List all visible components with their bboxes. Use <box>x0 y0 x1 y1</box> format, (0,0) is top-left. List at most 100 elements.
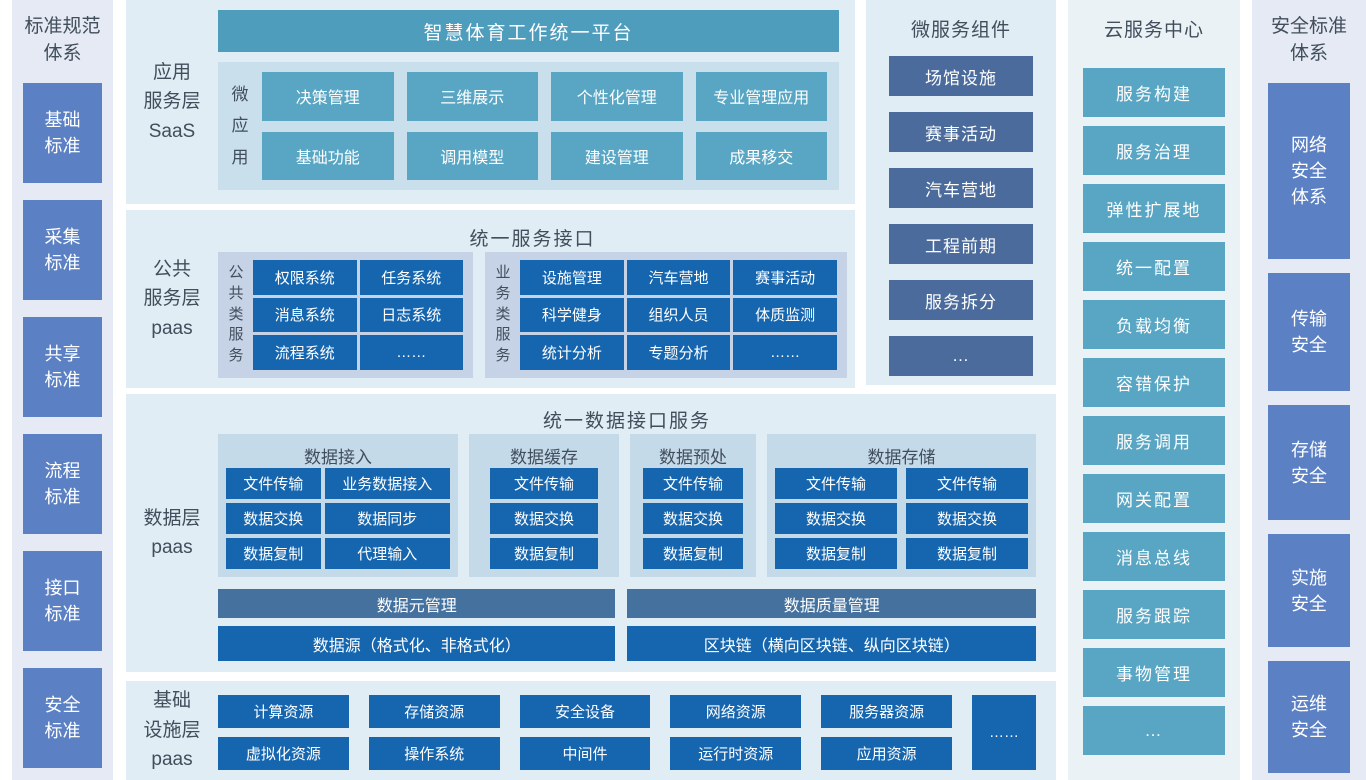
microservice-project: 工程前期 <box>889 224 1033 264</box>
common-services-group: 公共类服务 权限系统 任务系统 消息系统 日志系统 流程系统 …… <box>218 252 473 378</box>
infra-layer-label: 基础 设施层 paas <box>143 690 201 771</box>
store-exchange-1: 数据交换 <box>775 503 897 534</box>
service-groups: 公共类服务 权限系统 任务系统 消息系统 日志系统 流程系统 …… 业务类服务 … <box>218 252 847 378</box>
micro-app-grid: 决策管理 三维展示 个性化管理 专业管理应用 基础功能 调用模型 建设管理 成果… <box>262 72 827 180</box>
data-storage-grid: 文件传输 文件传输 数据交换 数据交换 数据复制 数据复制 <box>775 468 1028 569</box>
store-replication-1: 数据复制 <box>775 538 897 569</box>
blockchain-bar: 区块链（横向区块链、纵向区块链） <box>627 626 1036 661</box>
infra-layer-content: 计算资源 存储资源 安全设备 网络资源 服务器资源 …… 虚拟化资源 操作系统 … <box>218 681 1056 780</box>
cloud-service-build: 服务构建 <box>1083 68 1225 117</box>
service-analysis: 专题分析 <box>626 335 731 370</box>
data-cache-grid: 文件传输 数据交换 数据复制 <box>477 468 611 569</box>
app-service-layer-panel: 应用 服务层 SaaS 智慧体育工作统一平台 微应用 决策管理 三维展示 个性化… <box>126 0 855 204</box>
service-camp: 汽车营地 <box>626 260 731 295</box>
cloud-center-list: 服务构建 服务治理 弹性扩展地 统一配置 负载均衡 容错保护 服务调用 网关配置… <box>1068 68 1240 755</box>
app-module-professional: 专业管理应用 <box>695 72 827 121</box>
app-module-construction: 建设管理 <box>551 131 683 180</box>
public-layer-content: 统一服务接口 公共类服务 权限系统 任务系统 消息系统 日志系统 流程系统 ……… <box>218 210 855 388</box>
data-storage-title: 数据存储 <box>867 448 936 467</box>
data-source-bar: 数据源（格式化、非格式化） <box>218 626 616 661</box>
cache-exchange: 数据交换 <box>490 503 598 534</box>
infra-runtime: 运行时资源 <box>670 737 802 770</box>
microservices-title: 微服务组件 <box>910 20 1011 41</box>
infra-storage: 存储资源 <box>368 695 500 728</box>
data-business-access: 业务数据接入 <box>324 468 450 499</box>
service-monitor: 体质监测 <box>733 297 837 333</box>
data-access-title: 数据接入 <box>304 448 372 467</box>
meta-management-bar: 数据元管理 <box>218 589 616 618</box>
data-proxy-input: 代理输入 <box>324 538 450 569</box>
service-workflow: 流程系统 <box>253 335 357 370</box>
service-fitness: 科学健身 <box>520 297 624 333</box>
service-task: 任务系统 <box>359 260 463 295</box>
micro-app-box: 微应用 决策管理 三维展示 个性化管理 专业管理应用 基础功能 调用模型 建设管… <box>218 62 839 190</box>
standard-block-share: 共享 标准 <box>23 317 102 418</box>
cloud-transaction-mgmt: 事物管理 <box>1083 648 1225 697</box>
standard-block-interface: 接口 标准 <box>23 551 102 652</box>
pre-replication: 数据复制 <box>643 538 743 569</box>
infra-server: 服务器资源 <box>821 695 952 728</box>
app-module-handover: 成果移交 <box>695 131 827 180</box>
service-facility: 设施管理 <box>520 260 624 295</box>
microservice-venue: 场馆设施 <box>889 56 1033 96</box>
common-services-label: 公共类服务 <box>228 264 244 365</box>
infra-application: 应用资源 <box>821 737 952 770</box>
pre-file-transfer: 文件传输 <box>643 468 743 499</box>
pre-exchange: 数据交换 <box>643 503 743 534</box>
service-message: 消息系统 <box>253 297 357 333</box>
security-transmission: 传输 安全 <box>1268 273 1350 392</box>
unified-service-interface-title: 统一服务接口 <box>469 229 596 250</box>
app-layer-label: 应用 服务层 SaaS <box>143 61 201 142</box>
security-implementation: 实施 安全 <box>1268 534 1350 648</box>
unified-data-interface-title: 统一数据接口服务 <box>542 411 711 432</box>
standards-right-list: 网络 安全 体系 传输 安全 存储 安全 实施 安全 运维 安全 <box>1252 83 1366 780</box>
cloud-gateway-config: 网关配置 <box>1083 474 1225 523</box>
service-log: 日志系统 <box>359 297 463 333</box>
standard-block-basic: 基础 标准 <box>23 83 102 184</box>
data-cache-title: 数据缓存 <box>510 448 578 467</box>
data-layer-content: 统一数据接口服务 数据接入 文件传输 业务数据接入 数据交换 数据同步 数据复制… <box>218 394 1056 672</box>
cache-replication: 数据复制 <box>490 538 598 569</box>
standards-left-title: 标准规范 体系 <box>24 16 101 64</box>
business-services-label: 业务类服务 <box>495 264 511 365</box>
service-permission: 权限系统 <box>253 260 357 295</box>
data-layer-panel: 数据层 paas 统一数据接口服务 数据接入 文件传输 业务数据接入 数据交换 … <box>126 394 1056 672</box>
app-module-personalized: 个性化管理 <box>551 72 683 121</box>
cloud-service-trace: 服务跟踪 <box>1083 590 1225 639</box>
service-business-more: …… <box>733 335 837 370</box>
standards-right-title: 安全标准 体系 <box>1270 16 1347 64</box>
data-group-preprocess: 数据预处 文件传输 数据交换 数据复制 <box>630 434 756 577</box>
standards-left-panel: 标准规范 体系 基础 标准 采集 标准 共享 标准 流程 标准 接口 标准 安全… <box>12 0 113 780</box>
infra-more-block: …… <box>972 695 1036 770</box>
service-statistics: 统计分析 <box>520 335 624 370</box>
data-layer-label: 数据层 paas <box>143 507 201 558</box>
cloud-unified-config: 统一配置 <box>1083 242 1225 291</box>
cloud-message-bus: 消息总线 <box>1083 532 1225 581</box>
store-file-transfer-1: 文件传输 <box>775 468 897 499</box>
store-exchange-2: 数据交换 <box>906 503 1028 534</box>
microservice-split: 服务拆分 <box>889 280 1033 320</box>
infra-os: 操作系统 <box>368 737 500 770</box>
service-common-more: …… <box>359 335 463 370</box>
standard-block-process: 流程 标准 <box>23 434 102 535</box>
service-personnel: 组织人员 <box>626 297 731 333</box>
public-service-layer-panel: 公共 服务层 paas 统一服务接口 公共类服务 权限系统 任务系统 消息系统 … <box>126 210 855 388</box>
data-preprocess-title: 数据预处 <box>659 448 727 467</box>
cloud-fault-tolerance: 容错保护 <box>1083 358 1225 407</box>
data-exchange: 数据交换 <box>226 503 321 534</box>
data-groups: 数据接入 文件传输 业务数据接入 数据交换 数据同步 数据复制 代理输入 数据缓… <box>218 434 1036 577</box>
cloud-load-balance: 负载均衡 <box>1083 300 1225 349</box>
infra-virtualization: 虚拟化资源 <box>218 737 349 770</box>
app-module-model: 调用模型 <box>406 131 538 180</box>
cloud-center-panel: 云服务中心 服务构建 服务治理 弹性扩展地 统一配置 负载均衡 容错保护 服务调… <box>1068 0 1240 780</box>
app-layer-content: 智慧体育工作统一平台 微应用 决策管理 三维展示 个性化管理 专业管理应用 基础… <box>218 0 855 204</box>
store-file-transfer-2: 文件传输 <box>906 468 1028 499</box>
data-group-cache: 数据缓存 文件传输 数据交换 数据复制 <box>469 434 619 577</box>
service-event: 赛事活动 <box>733 260 837 295</box>
standards-right-panel: 安全标准 体系 网络 安全 体系 传输 安全 存储 安全 实施 安全 运维 安全 <box>1252 0 1366 780</box>
infra-network: 网络资源 <box>670 695 802 728</box>
business-services-grid: 设施管理 汽车营地 赛事活动 科学健身 组织人员 体质监测 统计分析 专题分析 … <box>520 260 837 370</box>
cache-file-transfer: 文件传输 <box>490 468 598 499</box>
security-storage: 存储 安全 <box>1268 405 1350 521</box>
